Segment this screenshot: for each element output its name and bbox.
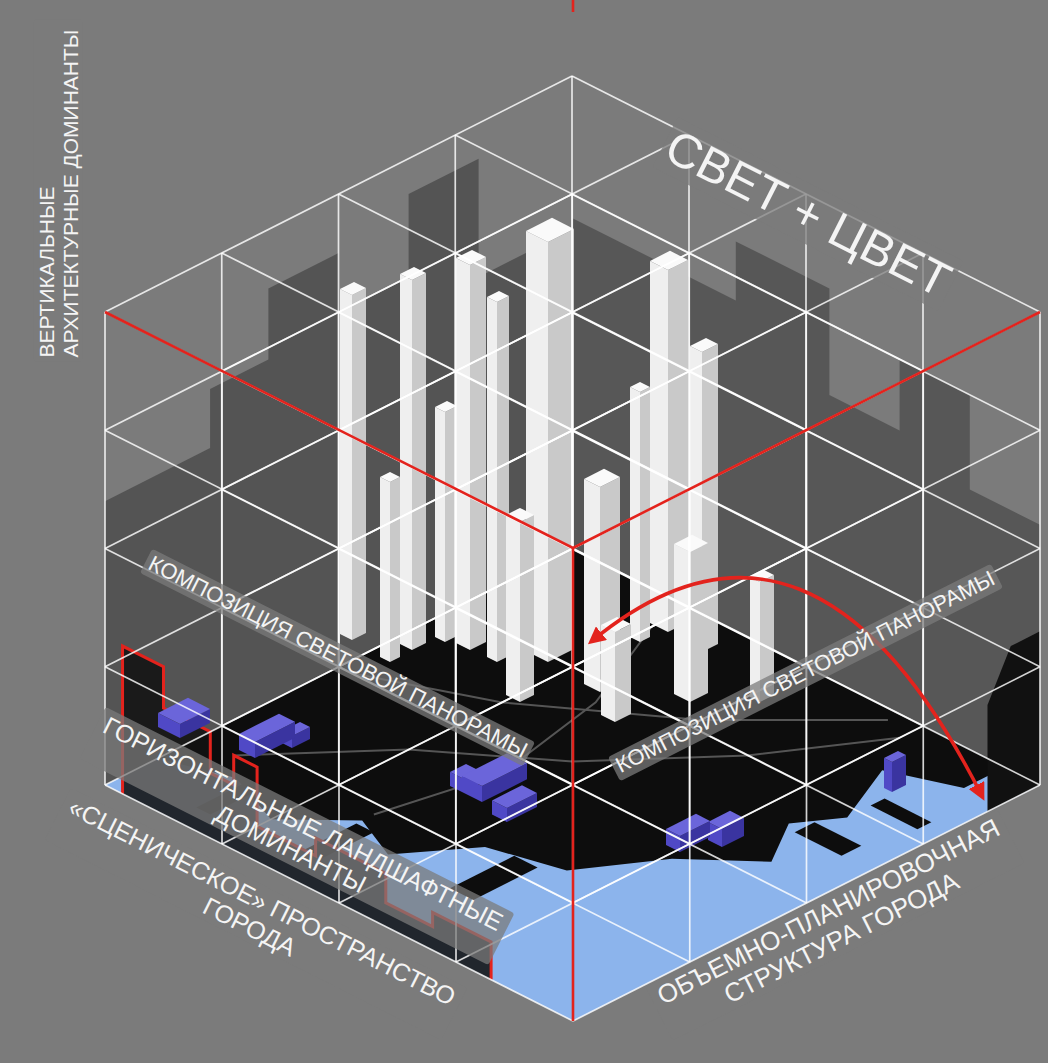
building-face bbox=[390, 477, 400, 662]
panorama-label: КОМПОЗИЦИЯ СВЕТОВОЙ ПАНОРАМЫ bbox=[140, 548, 535, 765]
building-roof bbox=[492, 785, 537, 808]
label-frame: ВЕРТИКАЛЬНЫЕ АРХИТЕКТУРНЫЕ ДОМИНАНТЫ bbox=[34, 19, 83, 361]
building-roof bbox=[584, 469, 620, 487]
wall-shadow bbox=[988, 631, 1041, 811]
building-roof bbox=[690, 338, 718, 352]
label-frame: ОБЪЕМНО-ПЛАНИРОВОЧНАЯ СТРУКТУРА ГОРОДА bbox=[646, 809, 1025, 1040]
buildings bbox=[158, 218, 906, 852]
grid-line bbox=[572, 431, 1040, 667]
building-face bbox=[470, 257, 486, 650]
label-frame: КОМПОЗИЦИЯ СВЕТОВОЙ ПАНОРАМЫ bbox=[607, 563, 1002, 781]
red-edge bbox=[105, 312, 1040, 548]
low-building bbox=[884, 751, 906, 792]
red-edge bbox=[572, 548, 575, 1021]
building-face bbox=[340, 289, 352, 640]
road bbox=[234, 738, 900, 762]
building-roof bbox=[400, 267, 426, 280]
low-building bbox=[158, 698, 210, 738]
pier bbox=[871, 799, 932, 830]
grid-line bbox=[105, 194, 572, 430]
low-building bbox=[492, 785, 537, 822]
building-roof bbox=[884, 751, 906, 762]
building-roof bbox=[674, 535, 708, 552]
tower bbox=[456, 250, 486, 650]
building-face bbox=[456, 258, 470, 650]
grid-line bbox=[572, 549, 1040, 785]
low-building bbox=[666, 814, 710, 852]
low-building bbox=[239, 714, 295, 758]
label-frame: КОМПОЗИЦИЯ СВЕТОВОЙ ПАНОРАМЫ bbox=[139, 548, 534, 766]
grid-line bbox=[572, 76, 1040, 312]
tower bbox=[380, 472, 400, 662]
building-face bbox=[520, 515, 534, 702]
building-face bbox=[884, 758, 892, 792]
grid-line bbox=[571, 76, 573, 549]
building-roof bbox=[487, 291, 509, 302]
pier bbox=[795, 822, 862, 856]
building-roof bbox=[456, 250, 486, 265]
label-frame: СВЕТ + ЦВЕТ bbox=[653, 117, 964, 311]
tower bbox=[400, 267, 426, 650]
red-edge bbox=[572, 0, 575, 12]
tower bbox=[674, 535, 708, 702]
building-face bbox=[601, 625, 615, 722]
tower bbox=[340, 282, 366, 640]
building-face bbox=[506, 515, 520, 702]
grid-line bbox=[572, 548, 574, 1021]
building-roof bbox=[158, 698, 210, 724]
axis-label: ВЕРТИКАЛЬНЫЕ АРХИТЕКТУРНЫЕ ДОМИНАНТЫ bbox=[34, 19, 83, 361]
building-face bbox=[352, 288, 366, 640]
building-roof bbox=[630, 382, 650, 392]
axis-label: ОБЪЕМНО-ПЛАНИРОВОЧНАЯ СТРУКТУРА ГОРОДА bbox=[646, 809, 1025, 1040]
building-face bbox=[674, 544, 690, 702]
building-roof bbox=[340, 282, 366, 295]
building-face bbox=[690, 543, 708, 702]
low-building bbox=[708, 811, 744, 847]
building-roof bbox=[380, 472, 400, 482]
tower bbox=[601, 617, 631, 722]
building-face bbox=[548, 229, 574, 662]
panorama-label: КОМПОЗИЦИЯ СВЕТОВОЙ ПАНОРАМЫ bbox=[607, 563, 1002, 780]
wall-shadow bbox=[105, 159, 572, 785]
building-roof bbox=[526, 218, 574, 242]
building-roof bbox=[666, 814, 710, 836]
building-face bbox=[435, 407, 445, 642]
building-face bbox=[650, 261, 668, 632]
building-roof bbox=[650, 251, 688, 270]
concept-label: СВЕТ + ЦВЕТ bbox=[653, 117, 964, 311]
tower bbox=[506, 508, 534, 702]
building-roof bbox=[435, 401, 457, 412]
building-face bbox=[412, 273, 426, 650]
grid-line bbox=[105, 76, 572, 312]
grid-line bbox=[454, 135, 456, 608]
